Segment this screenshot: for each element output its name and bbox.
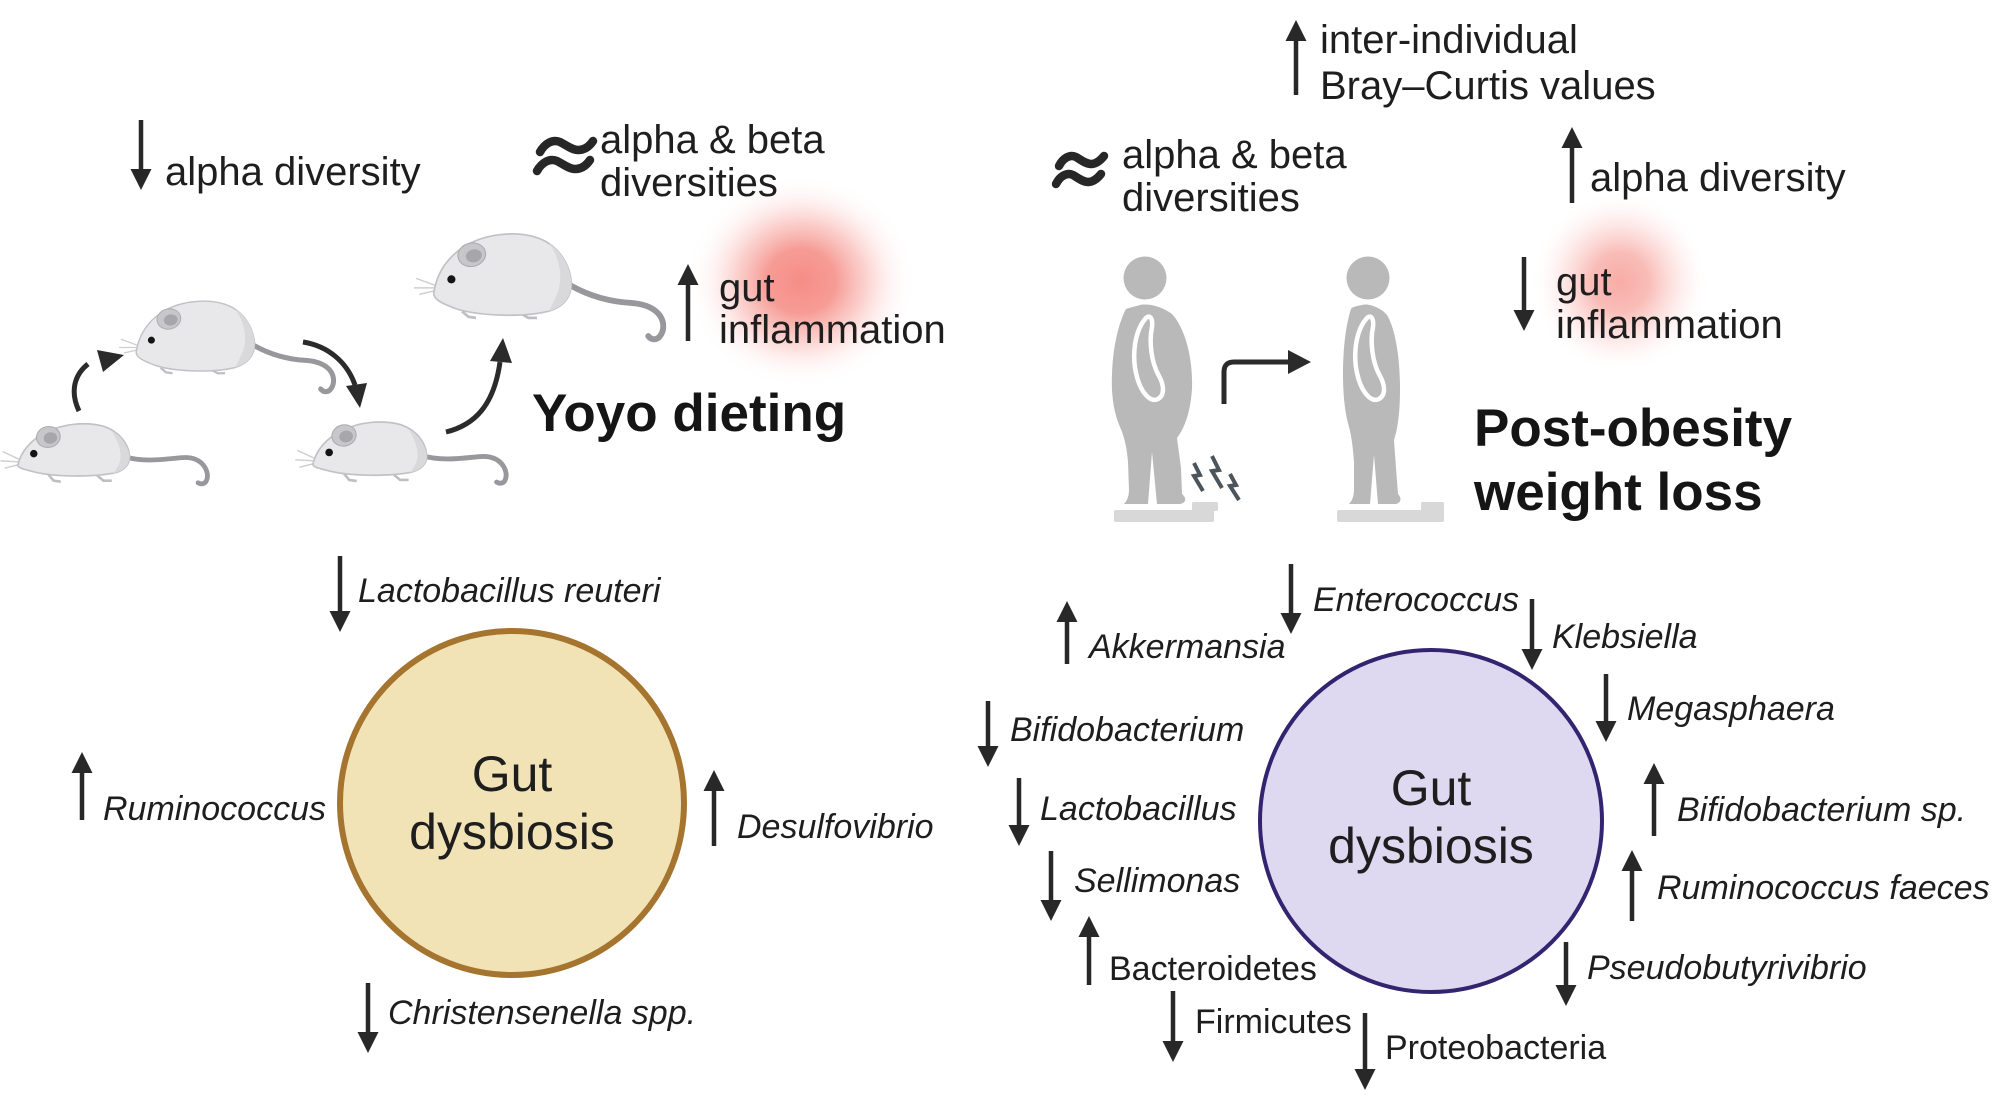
svg-text:Bray–Curtis values: Bray–Curtis values	[1320, 64, 1656, 108]
svg-text:Megasphaera: Megasphaera	[1627, 690, 1835, 728]
svg-text:dysbiosis: dysbiosis	[1328, 818, 1534, 874]
svg-text:Gut: Gut	[1391, 760, 1472, 816]
svg-text:alpha & beta: alpha & beta	[1122, 133, 1347, 177]
svg-text:alpha & beta: alpha & beta	[600, 118, 825, 162]
svg-text:Ruminococcus faeces: Ruminococcus faeces	[1657, 869, 1990, 907]
svg-text:Bacteroidetes: Bacteroidetes	[1109, 950, 1317, 988]
svg-text:Lactobacillus: Lactobacillus	[1040, 790, 1237, 828]
svg-text:Desulfovibrio: Desulfovibrio	[737, 808, 934, 846]
svg-text:Bifidobacterium sp.: Bifidobacterium sp.	[1677, 791, 1966, 829]
svg-text:dysbiosis: dysbiosis	[409, 804, 615, 860]
svg-text:diversities: diversities	[600, 161, 778, 205]
svg-text:inflammation: inflammation	[1556, 303, 1783, 347]
svg-text:Ruminococcus: Ruminococcus	[103, 790, 326, 828]
svg-text:Lactobacillus reuteri: Lactobacillus reuteri	[358, 572, 662, 610]
svg-text:Enterococcus: Enterococcus	[1313, 581, 1519, 619]
svg-text:Post-obesity: Post-obesity	[1474, 399, 1793, 458]
svg-text:gut: gut	[719, 266, 775, 310]
svg-text:Sellimonas: Sellimonas	[1074, 862, 1240, 900]
svg-text:alpha diversity: alpha diversity	[165, 150, 421, 194]
svg-text:Bifidobacterium: Bifidobacterium	[1010, 711, 1244, 749]
svg-text:inter-individual: inter-individual	[1320, 18, 1578, 62]
svg-text:Firmicutes: Firmicutes	[1195, 1003, 1352, 1041]
svg-text:Klebsiella: Klebsiella	[1552, 618, 1698, 656]
svg-text:Christensenella spp.: Christensenella spp.	[388, 994, 696, 1032]
svg-text:alpha diversity: alpha diversity	[1590, 156, 1846, 200]
svg-text:weight loss: weight loss	[1473, 463, 1763, 522]
svg-text:Pseudobutyrivibrio: Pseudobutyrivibrio	[1587, 949, 1867, 987]
svg-text:Yoyo dieting: Yoyo dieting	[532, 384, 846, 443]
svg-text:Proteobacteria: Proteobacteria	[1385, 1029, 1606, 1067]
svg-text:diversities: diversities	[1122, 176, 1300, 220]
svg-text:gut: gut	[1556, 260, 1612, 304]
svg-text:Gut: Gut	[472, 746, 553, 802]
svg-text:Akkermansia: Akkermansia	[1087, 628, 1286, 666]
svg-text:inflammation: inflammation	[719, 308, 946, 352]
